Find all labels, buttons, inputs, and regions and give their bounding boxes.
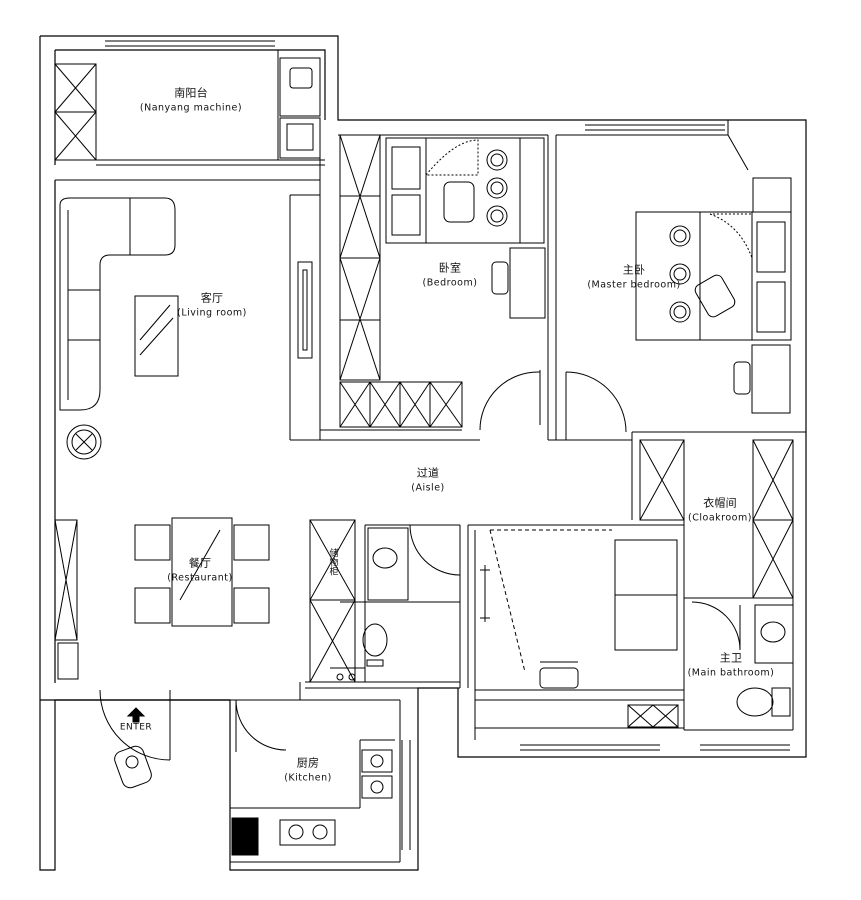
cloakroom-cn: 衣帽间 xyxy=(703,496,737,510)
bedroom-en: (Bedroom) xyxy=(422,277,478,289)
bedroom-label: 卧室 (Bedroom) xyxy=(423,262,478,288)
balcony-label: 南阳台 (Nanyang machine) xyxy=(140,87,242,113)
living-en: (Living room) xyxy=(177,307,247,319)
guest-bath-area xyxy=(305,519,461,689)
master-bedroom-area xyxy=(548,120,806,441)
cabinet-label: 储物柜 xyxy=(327,548,338,576)
master-cn: 主卧 xyxy=(622,263,646,277)
bathroom-en: (Main bathroom) xyxy=(687,667,775,679)
aisle-en: (Aisle) xyxy=(411,482,445,494)
outer-walls xyxy=(39,35,807,871)
balcony-cn: 南阳台 xyxy=(174,86,208,100)
kitchen-cn: 厨房 xyxy=(296,756,320,770)
balcony-en: (Nanyang machine) xyxy=(139,102,243,114)
master-en: (Master bedroom) xyxy=(587,279,681,291)
dining-area xyxy=(54,517,270,680)
bedroom-area xyxy=(319,120,549,441)
bathroom-cn: 主卫 xyxy=(719,651,743,665)
kitchen-area xyxy=(230,699,411,863)
cloakroom-area xyxy=(631,432,794,599)
dining-en: (Restaurant) xyxy=(167,572,233,584)
study-area xyxy=(467,524,684,740)
cloakroom-label: 衣帽间 (Cloakroom) xyxy=(688,497,752,523)
cloakroom-en: (Cloakroom) xyxy=(688,512,752,524)
living-cn: 客厅 xyxy=(200,291,224,305)
kitchen-en: (Kitchen) xyxy=(284,772,332,784)
dining-label: 餐厅 (Restaurant) xyxy=(167,557,232,583)
aisle-walls xyxy=(290,439,320,700)
aisle-cn: 过道 xyxy=(416,466,440,480)
living-label: 客厅 (Living room) xyxy=(177,292,247,318)
living-area xyxy=(55,179,321,460)
kitchen-label: 厨房 (Kitchen) xyxy=(284,757,332,783)
aisle-label: 过道 (Aisle) xyxy=(411,467,444,493)
bathroom-area xyxy=(683,598,794,731)
dining-cn: 餐厅 xyxy=(188,556,212,570)
top-window xyxy=(105,35,790,751)
master-label: 主卧 (Master bedroom) xyxy=(587,264,680,290)
enter-label: ENTER xyxy=(119,722,153,733)
bathroom-label: 主卫 (Main bathroom) xyxy=(688,652,775,678)
entry-door xyxy=(99,689,171,789)
bedroom-cn: 卧室 xyxy=(438,261,462,275)
